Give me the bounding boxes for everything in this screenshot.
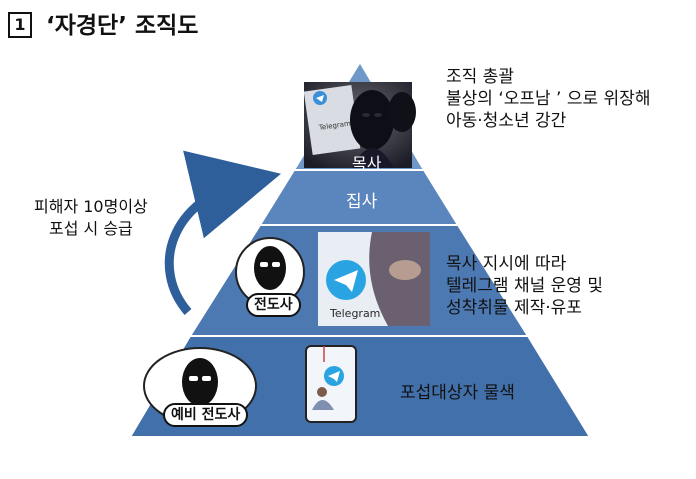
telegram-logo-text: Telegram: [329, 307, 380, 320]
tier-4-label: 예비 전도사: [163, 403, 248, 427]
tier-3-description: 목사 지시에 따라 텔레그램 채널 운영 및 성착취물 제작·유포: [446, 253, 603, 319]
tier-4-description: 포섭대상자 물색: [400, 382, 515, 404]
tier-3-label: 전도사: [246, 293, 301, 317]
promotion-text: 피해자 10명이상 포섭 시 승급: [34, 196, 148, 240]
tier-1-description: 조직 총괄 불상의 ‘오프남 ’ 으로 위장해 아동·청소년 강간: [446, 66, 650, 132]
phone-illustration: [306, 346, 356, 422]
tier-2-label: 집사: [346, 187, 377, 212]
tier-1-label: 목사: [352, 150, 381, 174]
